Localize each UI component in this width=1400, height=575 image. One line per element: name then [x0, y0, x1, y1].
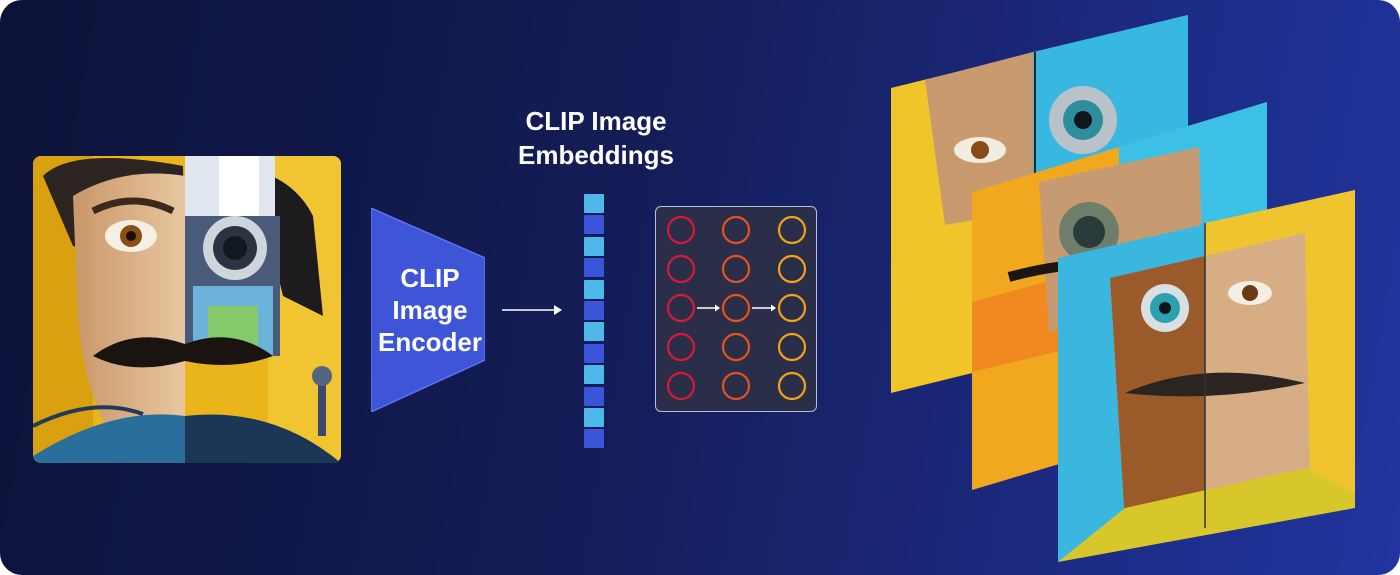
arrow-right-icon: [752, 304, 776, 312]
embedding-cell: [584, 279, 604, 299]
attention-grid-panel: [655, 206, 817, 412]
arrow-right-icon: [502, 305, 562, 315]
embedding-cell: [584, 258, 604, 278]
grid-circle: [666, 332, 696, 362]
embedding-cell: [584, 407, 604, 427]
grid-circle: [666, 215, 696, 245]
grid-circle: [777, 254, 807, 284]
grid-circle: [777, 215, 807, 245]
grid-circle: [777, 371, 807, 401]
input-portrait-image: [33, 156, 341, 463]
encoder-label: CLIP Image Encoder: [377, 263, 483, 357]
embedding-cell: [584, 429, 604, 449]
grid-circle: [666, 293, 696, 323]
grid-circle: [777, 293, 807, 323]
embedding-cell: [584, 365, 604, 385]
embedding-cell: [584, 343, 604, 363]
grid-circle: [721, 215, 751, 245]
grid-circle: [721, 293, 751, 323]
output-images-stack: [885, 10, 1365, 570]
embedding-cell: [584, 386, 604, 406]
grid-circle: [666, 371, 696, 401]
arrow-right-icon: [697, 304, 720, 312]
embeddings-title: CLIP Image Embeddings: [517, 106, 674, 170]
grid-circle: [721, 371, 751, 401]
embedding-cell: [584, 236, 604, 256]
grid-circle: [721, 254, 751, 284]
grid-circle: [666, 254, 696, 284]
grid-circle: [721, 332, 751, 362]
grid-circle: [777, 332, 807, 362]
output-image-3: [1058, 190, 1355, 562]
embedding-cell: [584, 215, 604, 235]
embedding-vector: [584, 194, 604, 451]
embedding-cell: [584, 194, 604, 213]
embedding-cell: [584, 322, 604, 342]
clip-image-encoder: CLIP Image Encoder: [371, 208, 485, 412]
embedding-cell: [584, 300, 604, 320]
